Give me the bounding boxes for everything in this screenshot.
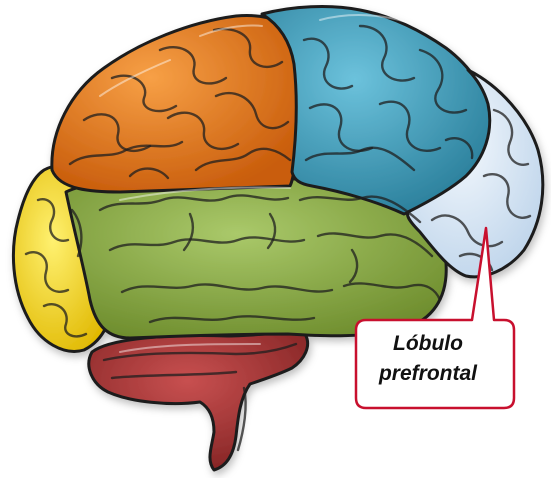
callout-label-line-2: prefrontal (358, 359, 498, 389)
callout-label: Lóbulo prefrontal (358, 329, 498, 389)
frontal-region (52, 16, 299, 192)
callout-label-line-1: Lóbulo (358, 329, 498, 359)
